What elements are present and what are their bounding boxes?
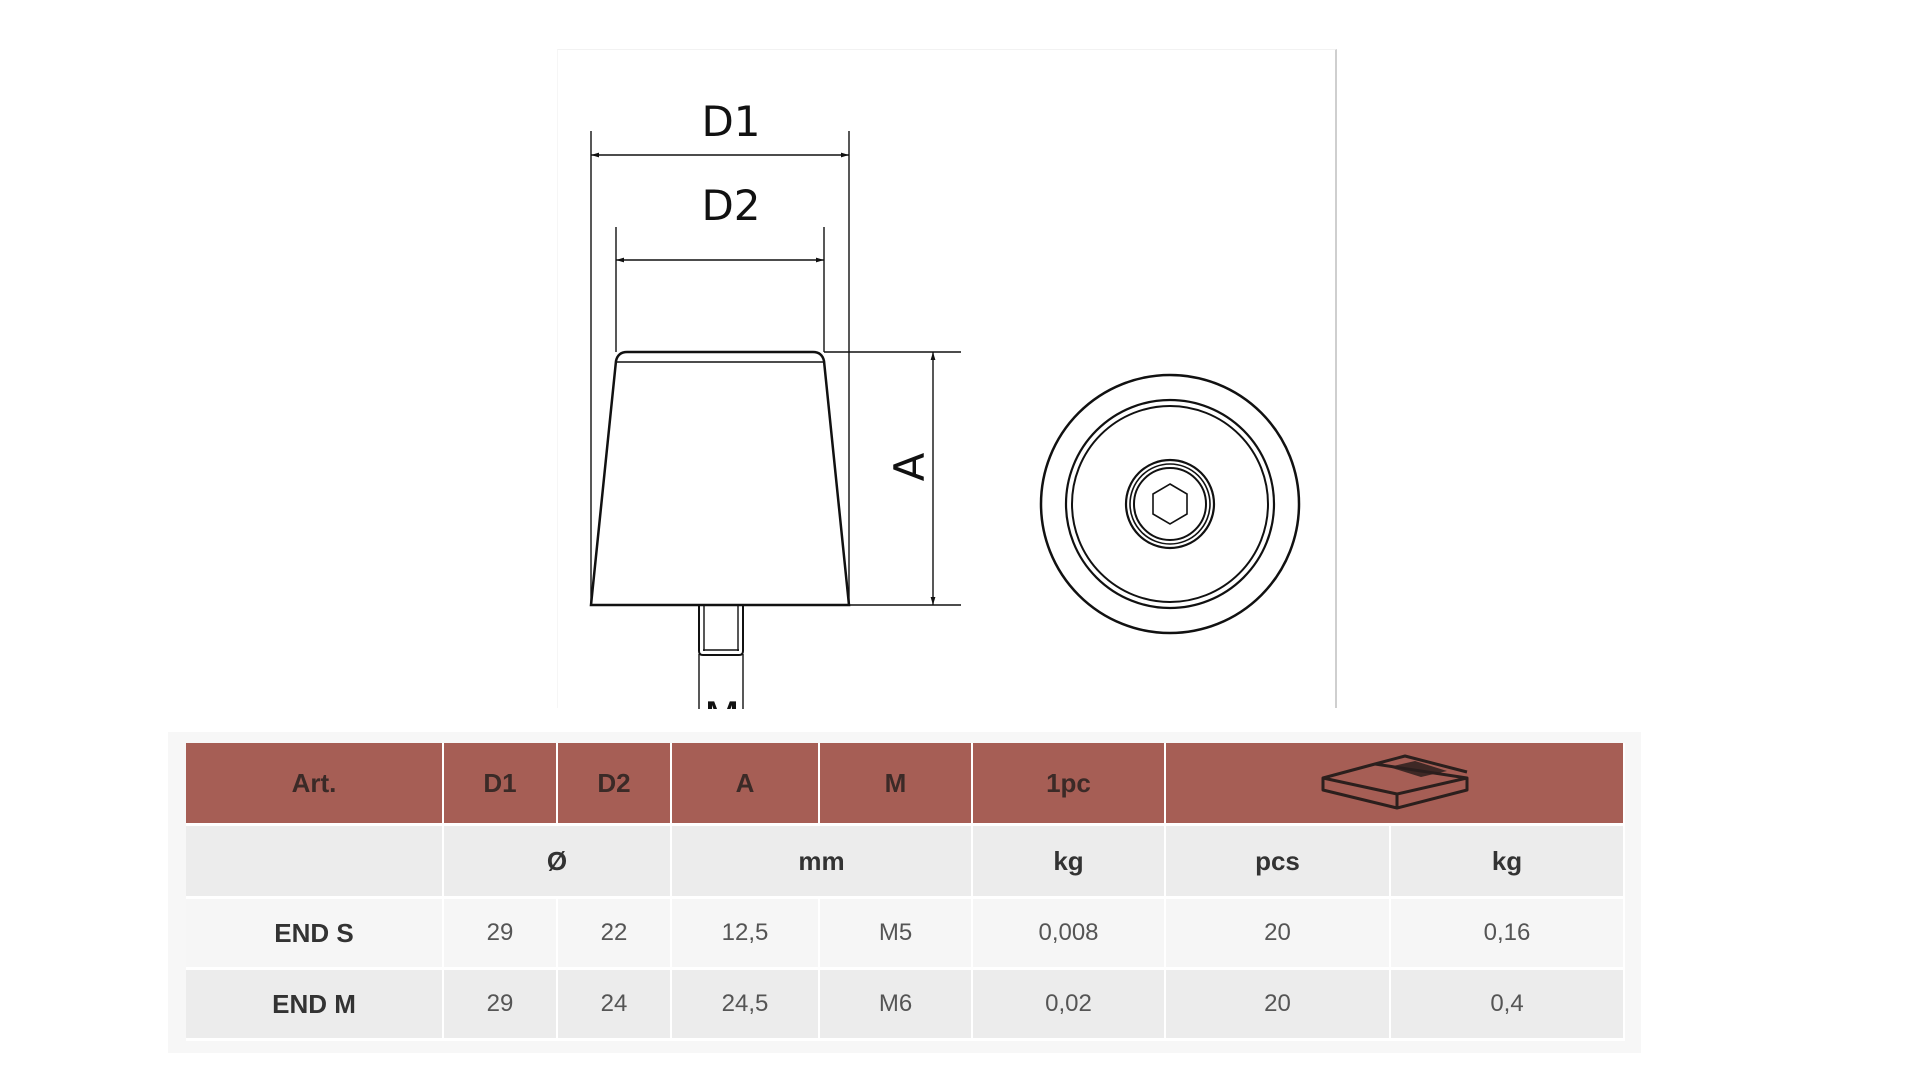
header-packaging	[1165, 743, 1625, 826]
header-d1: D1	[443, 743, 558, 826]
units-blank	[186, 824, 444, 899]
header-art: Art.	[186, 743, 444, 826]
cell-box-kg: 0,16	[1390, 897, 1625, 970]
cell-d1: 29	[443, 968, 558, 1041]
technical-drawing-panel: D1 D2 A M	[557, 49, 1337, 709]
d1-label: D1	[701, 97, 760, 146]
d2-label: D2	[701, 181, 760, 230]
header-a: A	[671, 743, 820, 826]
m-label: M	[704, 693, 740, 709]
table-row: END M 29 24 24,5 M6 0,02 20 0,4	[186, 968, 1625, 1041]
a-label: A	[885, 452, 934, 481]
units-diameter: Ø	[443, 824, 672, 899]
units-pcs: pcs	[1165, 824, 1391, 899]
cell-a: 24,5	[671, 968, 820, 1041]
cell-a: 12,5	[671, 897, 820, 970]
cell-m: M6	[819, 968, 973, 1041]
hex-socket-icon	[1152, 483, 1188, 525]
cell-art: END S	[186, 897, 444, 970]
units-kg: kg	[972, 824, 1166, 899]
cell-art: END M	[186, 968, 444, 1041]
header-d2: D2	[557, 743, 672, 826]
technical-drawing: D1 D2 A M	[589, 97, 1301, 709]
spec-table-container: Art. D1 D2 A M 1pc Ø mm	[168, 732, 1641, 1053]
table-row: END S 29 22 12,5 M5 0,008 20 0,16	[186, 897, 1625, 970]
buffer-body	[589, 350, 851, 607]
header-1pc: 1pc	[972, 743, 1166, 826]
cell-box-kg: 0,4	[1390, 968, 1625, 1041]
cell-d2: 24	[557, 968, 672, 1041]
side-view	[589, 131, 961, 709]
cell-weight: 0,02	[972, 968, 1166, 1041]
box-icon	[1321, 754, 1468, 809]
cell-d1: 29	[443, 897, 558, 970]
spec-table: Art. D1 D2 A M 1pc Ø mm	[186, 743, 1625, 1041]
threaded-stud	[698, 605, 744, 656]
cell-pcs: 20	[1165, 897, 1391, 970]
cell-pcs: 20	[1165, 968, 1391, 1041]
units-box-kg: kg	[1390, 824, 1625, 899]
cell-m: M5	[819, 897, 973, 970]
header-m: M	[819, 743, 973, 826]
cell-d2: 22	[557, 897, 672, 970]
units-row: Ø mm kg pcs kg	[186, 824, 1625, 899]
top-view	[1039, 373, 1301, 635]
cell-weight: 0,008	[972, 897, 1166, 970]
header-row: Art. D1 D2 A M 1pc	[186, 743, 1625, 826]
units-mm: mm	[671, 824, 973, 899]
